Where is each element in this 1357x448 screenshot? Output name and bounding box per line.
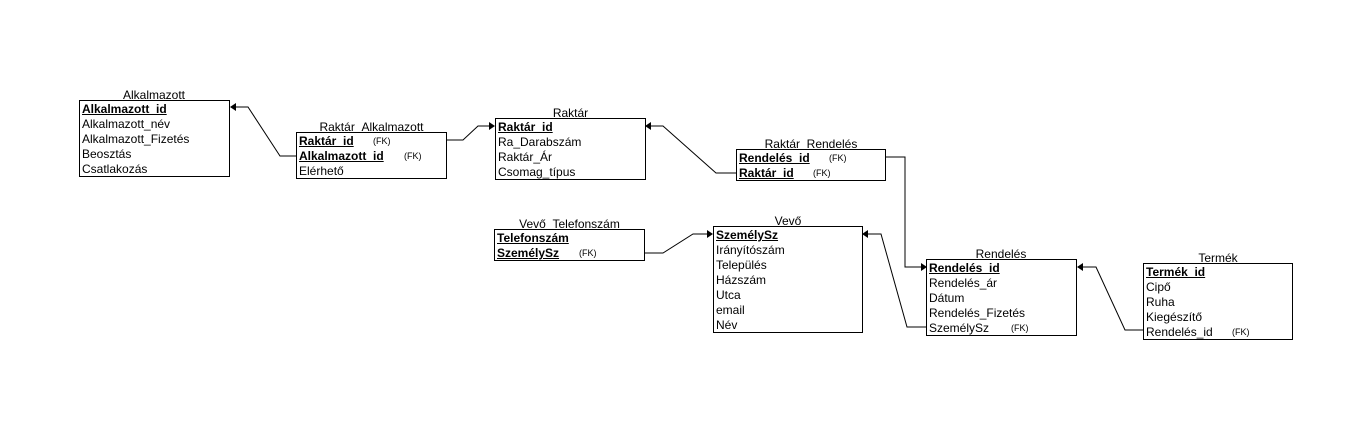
attr-termek-id: Termék_id [1146, 265, 1206, 279]
attr-csomag-tipus: Csomag_típus [498, 165, 576, 179]
fk-marker: (FK) [829, 153, 847, 163]
fk-marker: (FK) [404, 151, 422, 161]
attr-raktar-id: Raktár_id [498, 120, 553, 134]
attr-utca: Utca [716, 288, 741, 302]
attr-beosztas: Beosztás [82, 147, 132, 161]
attr-ra-darabszam: Ra_Darabszám [498, 135, 582, 149]
attr-raktar-id: Raktár_id [299, 134, 354, 148]
attr-alkalmazott-nev: Alkalmazott_név [82, 117, 171, 131]
attr-rendeles-id: Rendelés_id [739, 151, 810, 165]
link-raktar-alkalmazott-to-raktar [447, 125, 493, 141]
entity-title-vevo-telefonszam: Vevő_Telefonszám [519, 217, 620, 231]
entity-raktar-alkalmazott[interactable]: Raktár_id (FK) Alkalmazott_id (FK) Elérhet… [296, 132, 447, 179]
attr-szemelysz: SzemélySz [929, 321, 990, 335]
entity-title-raktar-alkalmazott: Raktár_Alkalmazott [319, 120, 424, 134]
attr-alkalmazott-id: Alkalmazott_id [82, 102, 167, 116]
entity-title-termek: Termék [1198, 251, 1238, 265]
entity-vevo[interactable]: SzemélySz Irányítószám Település Házszám… [713, 226, 863, 333]
entity-title-alkalmazott: Alkalmazott [122, 88, 186, 102]
link-rendeles-to-vevo [864, 233, 926, 328]
arrowhead-raktar-left [489, 122, 495, 130]
link-vevo-telefonszam-to-vevo [645, 233, 711, 254]
attr-cipo: Cipő [1146, 280, 1171, 294]
entity-raktar[interactable]: Raktár_id Ra_Darabszám Raktár_Ár Csomag_… [495, 118, 646, 180]
entity-rendeles[interactable]: Rendelés_id Rendelés_ár Dátum Rendelés_F… [926, 259, 1077, 336]
attr-alkalmazott-fizetes: Alkalmazott_Fizetés [82, 132, 190, 146]
entity-title-raktar-rendeles: Raktár_Rendelés [764, 137, 858, 151]
fk-marker: (FK) [373, 136, 391, 146]
attr-rendeles-fizetes: Rendelés_Fizetés [929, 306, 1026, 320]
link-raktar-rendeles-to-raktar [647, 125, 736, 174]
arrowhead-alkalmazott [230, 103, 236, 111]
arrowhead-rendeles-right [1077, 263, 1083, 271]
entity-title-raktar: Raktár [552, 106, 589, 120]
fk-marker: (FK) [1232, 327, 1250, 337]
link-termek-to-rendeles [1079, 266, 1143, 331]
attr-raktar-id: Raktár_id [739, 166, 794, 180]
attr-telepules: Település [716, 258, 767, 272]
attr-elerheto: Elérhető [299, 164, 344, 178]
attr-hazszam: Házszám [716, 273, 767, 287]
arrowhead-raktar-right [645, 122, 651, 130]
entity-vevo-telefonszam[interactable]: Telefonszám SzemélySz (FK) [494, 229, 645, 261]
fk-marker: (FK) [813, 168, 831, 178]
attr-alkalmazott-id: Alkalmazott_id [299, 149, 384, 163]
attr-csatlakozas: Csatlakozás [82, 162, 148, 176]
attr-szemelysz: SzemélySz [497, 246, 560, 260]
entity-raktar-rendeles[interactable]: Rendelés_id(FK) Raktár_id(FK) [736, 149, 886, 181]
link-raktar-rendeles-to-rendeles [886, 156, 925, 268]
fk-marker: (FK) [579, 248, 597, 258]
attr-rendeles-id: Rendelés_id [1146, 325, 1213, 339]
attr-rendeles-id: Rendelés_id [929, 261, 1000, 275]
attr-kiegeszito: Kiegészítő [1146, 310, 1203, 324]
entity-alkalmazott[interactable]: Alkalmazott_id Alkalmazott_név Alkalmazo… [79, 100, 230, 177]
attr-telefonszam: Telefonszám [497, 231, 569, 245]
arrowhead-vevo-left [707, 230, 713, 238]
attr-szemelysz: SzemélySz [716, 228, 779, 242]
attr-datum: Dátum [929, 291, 965, 305]
attr-email: email [716, 303, 745, 317]
arrowhead-vevo-right [862, 230, 868, 238]
fk-marker: (FK) [1011, 323, 1029, 333]
entity-termek[interactable]: Termék_id Cipő Ruha Kiegészítő Rendelés_… [1143, 263, 1293, 340]
entity-title-rendeles: Rendelés [975, 247, 1027, 261]
attr-iranyitoszam: Irányítószám [716, 243, 785, 257]
link-raktar-alkalmazott-to-alkalmazott [232, 106, 296, 157]
attr-rendeles-ar: Rendelés_ár [929, 276, 998, 290]
attr-ruha: Ruha [1146, 295, 1175, 309]
entity-title-vevo: Vevő [774, 214, 802, 228]
attr-raktar-ar: Raktár_Ár [498, 150, 553, 164]
attr-nev: Név [716, 318, 738, 332]
arrowhead-rendeles-left [921, 263, 927, 271]
